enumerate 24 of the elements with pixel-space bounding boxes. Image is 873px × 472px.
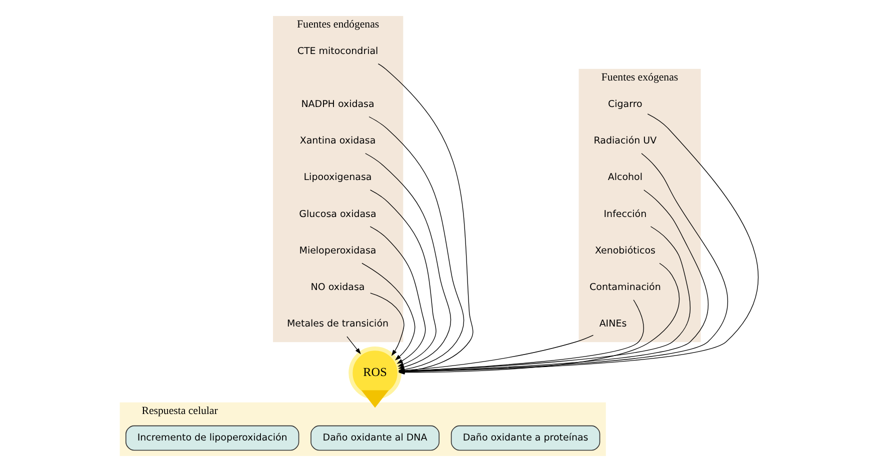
node-text: Infección	[604, 208, 647, 220]
arrow	[361, 390, 389, 408]
arrow	[370, 226, 426, 364]
node-box: Daño oxidante al DNA	[310, 425, 440, 451]
node-text: Metales de transición	[286, 318, 389, 330]
node-text: Xantina oxidasa	[300, 136, 376, 147]
node-text: NO oxidasa	[310, 282, 365, 294]
arrow	[362, 262, 416, 360]
arrow	[346, 336, 361, 354]
node-text: CTE mitocondrial	[297, 46, 378, 58]
node-text: Radiación UV	[594, 136, 657, 147]
node-box: Incremento de lipoperoxidación	[126, 425, 300, 451]
node-text: Mieloperoxidasa	[299, 245, 376, 256]
node-text: Cigarro	[608, 98, 642, 110]
node-text: NADPH oxidasa	[301, 98, 374, 110]
node-text: Contaminación	[590, 282, 661, 294]
node-text: AINEs	[599, 318, 627, 330]
node-text: Xenobióticos	[594, 245, 656, 256]
node-text: Alcohol	[608, 172, 642, 184]
node-text: Glucosa oxidasa	[299, 208, 376, 220]
arrow	[370, 190, 436, 367]
arrow	[370, 292, 404, 356]
node-text: Lipooxigenasa	[304, 172, 372, 184]
node-box: Daño oxidante a proteínas	[450, 425, 600, 451]
